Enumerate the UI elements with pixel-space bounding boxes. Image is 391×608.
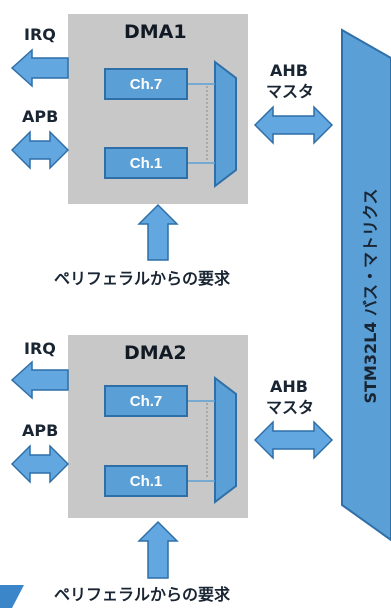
dma1-irq-label: IRQ (24, 25, 56, 44)
dma1-irq-arrow (10, 48, 69, 88)
bus-matrix-shape (341, 28, 391, 542)
logo-fragment (0, 585, 24, 608)
dma2-apb-arrow (10, 444, 70, 484)
dma2-mux (214, 375, 237, 505)
dma1-channel-7: Ch.7 (104, 68, 188, 100)
dma2-ahb-arrow (253, 420, 334, 460)
dma2-channel-7: Ch.7 (104, 385, 188, 417)
bus-matrix-label: STM32L4 バス・マトリクス (361, 188, 380, 404)
dma2-request-arrow (137, 520, 179, 579)
dma2-channel-1: Ch.1 (104, 465, 188, 497)
dma2-request-label: ペリフェラルからの要求 (54, 585, 231, 604)
dma1-ahb-label: AHB (270, 61, 308, 80)
dma2-apb-label: APB (22, 421, 59, 440)
dma1-title: DMA1 (124, 21, 187, 43)
dma1-request-arrow (137, 203, 179, 261)
dma2-title: DMA2 (124, 342, 187, 364)
dma1-master-label: マスタ (266, 82, 315, 101)
dma2-master-label: マスタ (266, 398, 315, 417)
dma2-irq-label: IRQ (24, 339, 56, 358)
dma2-irq-arrow (10, 360, 69, 400)
dma1-channel-1: Ch.1 (104, 147, 188, 179)
dma1-request-label: ペリフェラルからの要求 (54, 269, 231, 288)
dma1-mux (214, 59, 237, 189)
dma1-ahb-arrow (253, 105, 334, 145)
dma1-apb-label: APB (22, 107, 59, 126)
dma2-ahb-label: AHB (270, 377, 308, 396)
dma1-apb-arrow (10, 130, 70, 170)
